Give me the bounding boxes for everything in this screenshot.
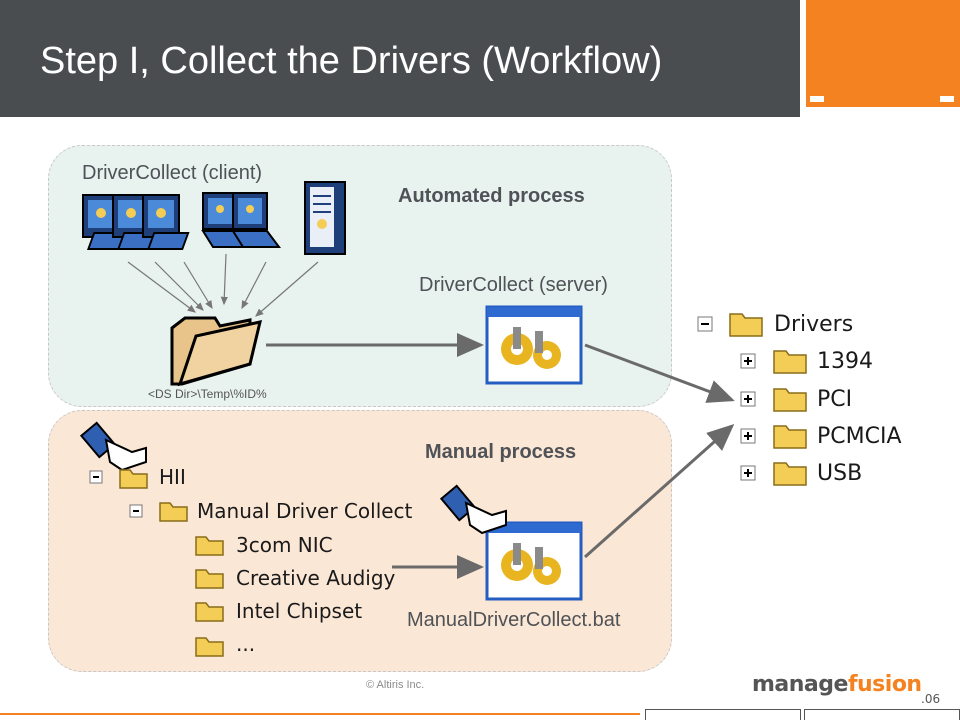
- tree-node-driver-folder[interactable]: 1394: [817, 349, 873, 374]
- tree-node-hii[interactable]: HII: [159, 465, 186, 489]
- drivers-tree-icons: [697, 313, 807, 486]
- tree-node-driver-folder[interactable]: USB: [817, 461, 863, 486]
- manual-process-panel: [48, 410, 672, 672]
- managefusion-logo: managefusion: [752, 672, 922, 697]
- tree-node-driver-folder[interactable]: PCI: [817, 387, 853, 412]
- tree-node-driver-folder[interactable]: PCMCIA: [817, 424, 902, 449]
- tree-node-drivers[interactable]: Drivers: [774, 312, 854, 337]
- tree-node-item[interactable]: Intel Chipset: [236, 599, 363, 623]
- tree-node-item[interactable]: ...: [236, 632, 256, 656]
- footer-rule: [0, 713, 640, 715]
- tree-node-item[interactable]: Creative Audigy: [236, 566, 396, 590]
- logo-manage: manage: [752, 672, 848, 697]
- footer-box-right: [804, 709, 960, 720]
- manual-bat-label: ManualDriverCollect.bat: [407, 609, 621, 631]
- driver-collect-server-label: DriverCollect (server): [419, 274, 608, 296]
- automated-process-label: Automated process: [398, 185, 585, 207]
- slide-header: Step I, Collect the Drivers (Workflow): [0, 0, 800, 117]
- accent-tick-left: [810, 96, 824, 102]
- copyright-text: © Altiris Inc.: [366, 679, 425, 691]
- slide-title: Step I, Collect the Drivers (Workflow): [40, 40, 663, 82]
- tree-node-item[interactable]: 3com NIC: [236, 533, 333, 557]
- logo-year: .06: [921, 692, 941, 706]
- driver-collect-client-label: DriverCollect (client): [82, 162, 263, 184]
- manual-process-label: Manual process: [425, 441, 577, 463]
- temp-path-label: <DS Dir>\Temp\%ID%: [148, 387, 267, 401]
- tree-node-manual-driver-collect[interactable]: Manual Driver Collect: [197, 499, 413, 523]
- footer-box-left: [645, 709, 801, 720]
- accent-tick-right: [940, 96, 954, 102]
- accent-block: [806, 0, 960, 107]
- logo-fusion: fusion: [847, 672, 922, 697]
